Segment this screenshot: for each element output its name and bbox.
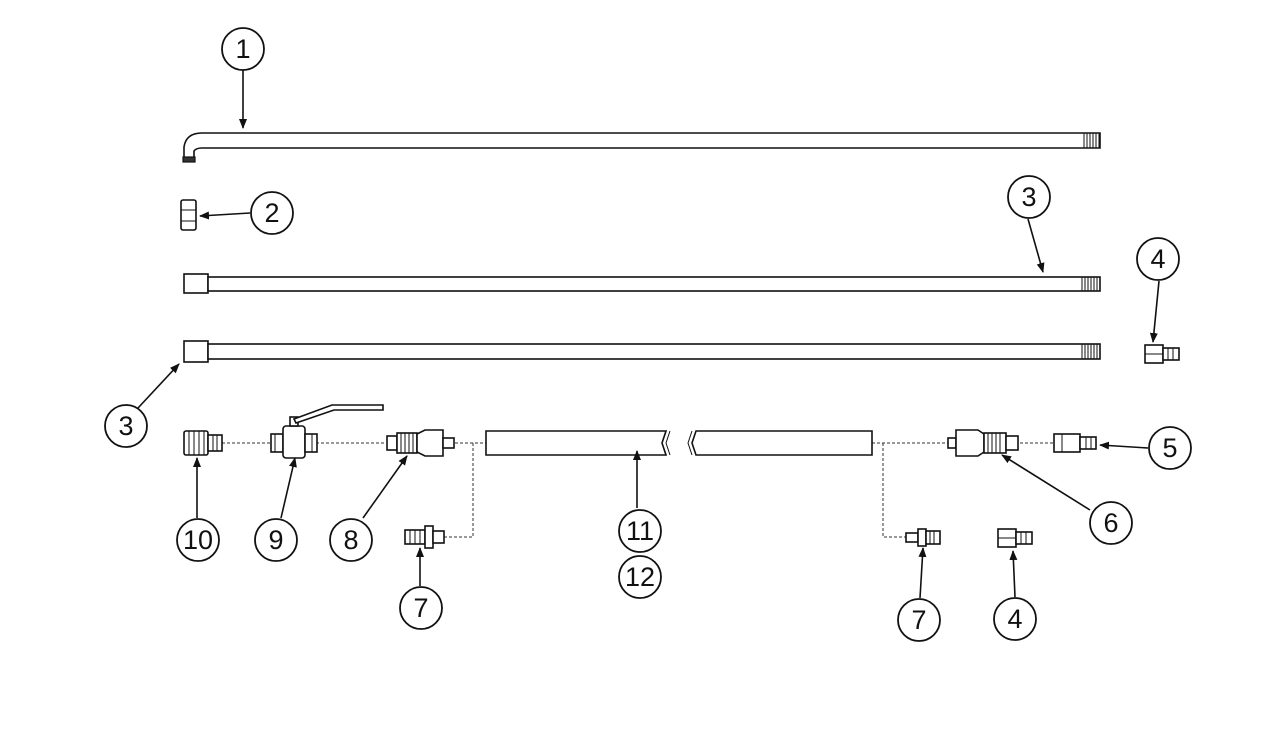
part-8-hose-coupler <box>386 429 455 457</box>
svg-text:6: 6 <box>1103 508 1118 538</box>
callout-7-left: 7 <box>399 586 443 630</box>
part-10-inlet-coupler <box>183 430 223 456</box>
svg-text:8: 8 <box>343 525 358 555</box>
part-7-hose-barb-right <box>905 528 941 547</box>
svg-text:4: 4 <box>1150 244 1165 274</box>
svg-text:7: 7 <box>911 605 926 635</box>
svg-text:2: 2 <box>264 198 279 228</box>
callout-2: 2 <box>250 191 294 235</box>
part-5-quick-plug <box>1053 433 1097 453</box>
callout-5: 5 <box>1148 426 1192 470</box>
callout-4-right: 4 <box>1136 237 1180 281</box>
callout-9: 9 <box>254 518 298 562</box>
part-2-nozzle-tip <box>180 199 197 231</box>
callout-12: 12 <box>618 555 662 599</box>
svg-text:11: 11 <box>626 516 654 546</box>
callout-3-upper: 3 <box>1007 175 1051 219</box>
svg-text:7: 7 <box>413 593 428 623</box>
callout-8: 8 <box>329 518 373 562</box>
svg-text:5: 5 <box>1162 433 1177 463</box>
part-4-quick-coupler-right <box>1144 344 1180 364</box>
callout-7-right: 7 <box>897 598 941 642</box>
callout-10: 10 <box>176 518 220 562</box>
part-9-ball-valve <box>270 404 384 459</box>
assembly-lines <box>222 442 1054 538</box>
part-3-extension-wand-lower <box>183 340 1101 363</box>
callout-4-bottom: 4 <box>993 597 1037 641</box>
svg-text:4: 4 <box>1007 604 1022 634</box>
callout-1: 1 <box>221 27 265 71</box>
svg-text:10: 10 <box>183 525 213 555</box>
part-7-hose-barb-left <box>404 525 445 549</box>
part-4-quick-coupler-bottom <box>997 528 1033 548</box>
svg-text:3: 3 <box>1021 182 1036 212</box>
part-1-bent-wand <box>182 132 1101 163</box>
callout-11: 11 <box>618 509 662 553</box>
svg-text:1: 1 <box>235 34 250 64</box>
part-11-12-hose <box>485 430 873 456</box>
callout-3-lower: 3 <box>104 404 148 448</box>
svg-text:3: 3 <box>118 411 133 441</box>
svg-text:9: 9 <box>268 525 283 555</box>
callout-6: 6 <box>1089 501 1133 545</box>
leader-arrows <box>137 70 1160 599</box>
part-3-extension-wand-upper <box>183 273 1101 294</box>
part-6-hose-coupler <box>947 429 1019 457</box>
svg-text:12: 12 <box>625 562 655 592</box>
